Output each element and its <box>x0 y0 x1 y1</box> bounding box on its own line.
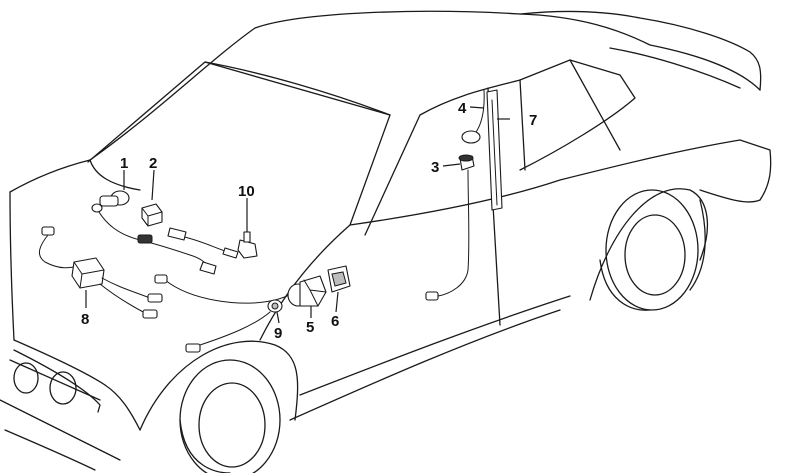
part-10-module <box>237 231 258 259</box>
car-outline <box>0 10 772 473</box>
part-3-socket-cable <box>425 154 475 301</box>
callout-6: 6 <box>331 313 339 330</box>
callout-10: 10 <box>238 183 255 200</box>
part-7-strip <box>486 89 503 211</box>
callout-2: 2 <box>149 155 157 172</box>
callout-7: 7 <box>529 112 537 129</box>
wiring-harness-front <box>137 227 239 275</box>
part-2-switch <box>141 203 163 227</box>
part-6-plate <box>327 265 351 293</box>
callout-8: 8 <box>81 311 89 328</box>
callout-4: 4 <box>458 100 467 117</box>
callout-1: 1 <box>120 155 128 172</box>
callout-9: 9 <box>274 325 282 342</box>
callout-3: 3 <box>431 159 439 176</box>
part-1-socket <box>91 190 141 241</box>
part-8-control-unit <box>38 226 163 319</box>
callout-labels: 1 2 3 4 5 6 7 8 9 10 <box>81 100 537 342</box>
callout-leaders <box>85 106 510 324</box>
part-9-grommet <box>267 299 283 313</box>
part-5-horn <box>287 275 327 307</box>
callout-5: 5 <box>306 319 314 336</box>
part-4-antenna-lead <box>461 89 485 144</box>
